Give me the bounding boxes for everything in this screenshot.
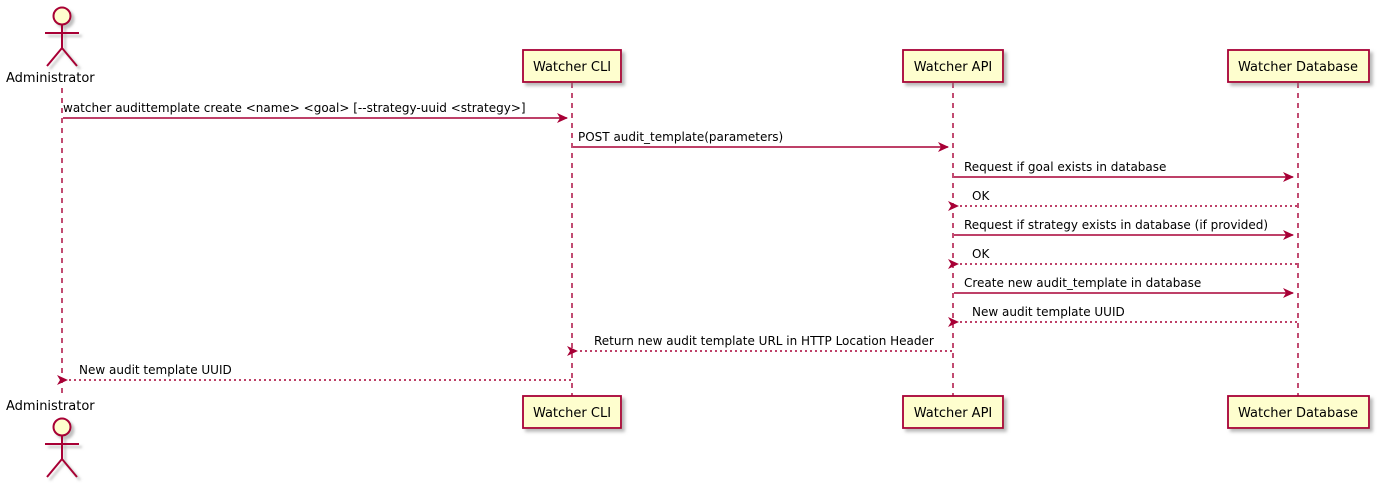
- actor-left-leg-line: [46, 47, 63, 67]
- participant-label: Watcher CLI: [533, 406, 611, 421]
- message-6-ok-strategy[interactable]: OK: [948, 247, 1297, 269]
- message-7-create-new-audit-template[interactable]: Create new audit_template in database: [954, 276, 1294, 298]
- participant-label: Watcher CLI: [533, 60, 611, 75]
- participant-label: Watcher Database: [1238, 406, 1358, 421]
- message-label: Return new audit template URL in HTTP Lo…: [594, 334, 934, 348]
- message-8-new-audit-template-uuid[interactable]: New audit template UUID: [948, 305, 1297, 327]
- message-4-ok-goal[interactable]: OK: [948, 189, 1297, 211]
- message-3-request-if-goal-exists[interactable]: Request if goal exists in database: [954, 160, 1294, 182]
- actor-label-administrator-bottom: Administrator: [6, 399, 95, 414]
- participant-box-watcher-cli-bottom[interactable]: Watcher CLI: [522, 395, 622, 429]
- participant-rect: [902, 49, 1004, 83]
- actor-head-icon: [52, 6, 72, 26]
- message-label: Create new audit_template in database: [964, 276, 1201, 290]
- actor-right-leg-line: [61, 458, 78, 478]
- participant-rect: [522, 49, 622, 83]
- message-10-new-audit-template-uuid-to-admin[interactable]: New audit template UUID: [57, 363, 571, 385]
- participant-label: Watcher API: [914, 60, 993, 75]
- message-label: Request if goal exists in database: [964, 160, 1166, 174]
- participant-box-watcher-database-bottom[interactable]: Watcher Database: [1227, 395, 1370, 429]
- message-label: Request if strategy exists in database (…: [964, 218, 1268, 232]
- participant-box-watcher-database-top[interactable]: Watcher Database: [1227, 49, 1370, 83]
- actor-administrator-top[interactable]: [45, 6, 79, 67]
- participant-rect: [902, 395, 1004, 429]
- participant-box-watcher-api-top[interactable]: Watcher API: [902, 49, 1004, 83]
- message-label: New audit template UUID: [79, 363, 232, 377]
- participant-label: Watcher Database: [1238, 60, 1358, 75]
- message-label: watcher audittemplate create <name> <goa…: [63, 101, 526, 115]
- message-1-watcher-audittemplate-create[interactable]: watcher audittemplate create <name> <goa…: [63, 101, 568, 123]
- message-5-request-if-strategy-exists[interactable]: Request if strategy exists in database (…: [954, 218, 1294, 240]
- message-label: New audit template UUID: [972, 305, 1125, 319]
- participant-box-watcher-cli-top[interactable]: Watcher CLI: [522, 49, 622, 83]
- lifelines: [61, 83, 1299, 398]
- participant-rect: [1227, 395, 1370, 429]
- message-label: POST audit_template(parameters): [578, 130, 783, 144]
- participant-box-watcher-api-bottom[interactable]: Watcher API: [902, 395, 1004, 429]
- message-2-post-audit-template[interactable]: POST audit_template(parameters): [573, 130, 949, 152]
- actor-administrator-bottom[interactable]: [45, 417, 79, 478]
- message-label: OK: [972, 247, 990, 261]
- participant-label: Watcher API: [914, 406, 993, 421]
- message-9-return-audit-template-url[interactable]: Return new audit template URL in HTTP Lo…: [567, 334, 952, 356]
- actor-head-icon: [52, 417, 72, 437]
- actor-left-leg-line: [46, 458, 63, 478]
- actor-right-leg-line: [61, 47, 78, 67]
- participant-rect: [522, 395, 622, 429]
- message-label: OK: [972, 189, 990, 203]
- actor-label-administrator-top: Administrator: [6, 71, 95, 86]
- participant-rect: [1227, 49, 1370, 83]
